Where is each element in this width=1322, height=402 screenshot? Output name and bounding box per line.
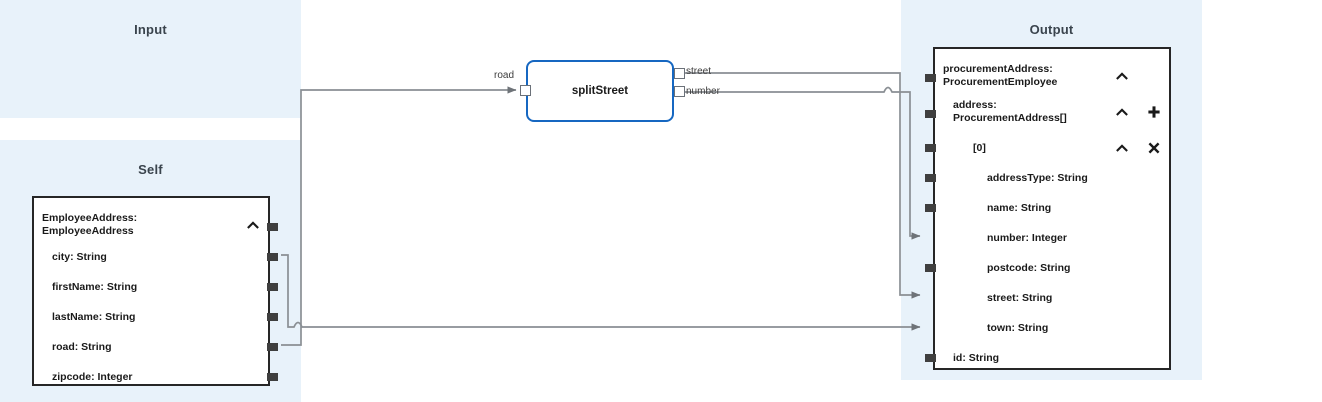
output-row-id[interactable]: id: String <box>925 343 1169 373</box>
output-row-id-label: id: String <box>953 351 1000 364</box>
function-outport-street-label: street <box>686 66 712 77</box>
chevron-up-icon[interactable] <box>1115 105 1129 119</box>
self-field-firstname[interactable]: firstName: String <box>34 272 278 302</box>
wire-city-to-town <box>281 254 921 331</box>
output-row-town-label: town: String <box>987 321 1049 334</box>
self-field-road-label: road: String <box>52 340 112 353</box>
output-row-number[interactable]: number: Integer <box>935 223 1169 253</box>
output-row-street-label: street: String <box>987 291 1053 304</box>
self-port-header[interactable] <box>267 223 278 231</box>
output-row-addresstype[interactable]: addressType: String <box>925 163 1169 193</box>
output-port-procurementaddress[interactable] <box>925 74 936 82</box>
self-field-firstname-label: firstName: String <box>52 280 138 293</box>
output-row-postcode[interactable]: postcode: String <box>925 253 1169 283</box>
output-row-procurementaddress[interactable]: procurementAddress: ProcurementEmployee <box>925 59 1169 93</box>
plus-icon[interactable] <box>1147 105 1161 119</box>
function-node-name: splitStreet <box>571 85 629 97</box>
output-port-address[interactable] <box>925 110 936 118</box>
lane-input <box>0 0 301 118</box>
self-field-city[interactable]: city: String <box>34 242 278 272</box>
wire-road-to-splitstreet <box>281 86 517 346</box>
output-port-id[interactable] <box>925 354 936 362</box>
self-field-city-label: city: String <box>52 250 107 263</box>
output-row-addresstype-label: addressType: String <box>987 171 1088 184</box>
lane-title-self: Self <box>138 162 163 177</box>
self-field-lastname[interactable]: lastName: String <box>34 302 278 332</box>
function-outport-number-label: number <box>686 86 720 97</box>
output-port-addresstype[interactable] <box>925 174 936 182</box>
close-icon[interactable] <box>1147 141 1161 155</box>
self-field-zipcode[interactable]: zipcode: Integer <box>34 362 278 392</box>
output-row-postcode-label: postcode: String <box>987 261 1071 274</box>
lane-title-input: Input <box>134 22 167 37</box>
output-row-name[interactable]: name: String <box>925 193 1169 223</box>
function-inport-road-label: road <box>494 70 515 81</box>
self-node-header[interactable]: EmployeeAddress: EmployeeAddress <box>34 208 278 242</box>
output-row-index-0-label: [0] <box>973 141 986 154</box>
output-row-number-label: number: Integer <box>987 231 1067 244</box>
output-port-index-0[interactable] <box>925 144 936 152</box>
self-port-lastname[interactable] <box>267 313 278 321</box>
output-row-index-0[interactable]: [0] <box>925 133 1169 163</box>
output-row-address[interactable]: address: ProcurementAddress[] <box>925 95 1169 129</box>
chevron-up-icon[interactable] <box>1115 69 1129 83</box>
chevron-up-icon[interactable] <box>246 218 260 232</box>
output-port-name[interactable] <box>925 204 936 212</box>
output-row-procurementaddress-label: procurementAddress: ProcurementEmployee <box>943 63 1058 88</box>
wire-number-to-number <box>684 86 921 240</box>
function-outport-street[interactable] <box>674 68 685 79</box>
self-port-firstname[interactable] <box>267 283 278 291</box>
self-field-zipcode-label: zipcode: Integer <box>52 370 133 383</box>
output-schema-node[interactable]: procurementAddress: ProcurementEmployee … <box>925 47 1171 373</box>
self-port-road[interactable] <box>267 343 278 351</box>
wire-street-to-street <box>684 72 921 299</box>
function-outport-number[interactable] <box>674 86 685 97</box>
self-field-road[interactable]: road: String <box>34 332 278 362</box>
lane-title-output: Output <box>1029 22 1074 37</box>
output-row-address-label: address: ProcurementAddress[] <box>953 99 1067 124</box>
function-node-splitstreet[interactable]: splitStreet <box>526 60 674 122</box>
self-port-city[interactable] <box>267 253 278 261</box>
chevron-up-icon[interactable] <box>1115 141 1129 155</box>
output-port-postcode[interactable] <box>925 264 936 272</box>
output-row-name-label: name: String <box>987 201 1052 214</box>
self-node-header-label: EmployeeAddress: EmployeeAddress <box>42 212 138 237</box>
self-schema-node[interactable]: EmployeeAddress: EmployeeAddress city: S… <box>32 196 278 386</box>
output-row-town[interactable]: town: String <box>935 313 1169 343</box>
function-inport-road[interactable] <box>520 85 531 96</box>
output-row-street[interactable]: street: String <box>935 283 1169 313</box>
self-port-zipcode[interactable] <box>267 373 278 381</box>
self-field-lastname-label: lastName: String <box>52 310 136 323</box>
